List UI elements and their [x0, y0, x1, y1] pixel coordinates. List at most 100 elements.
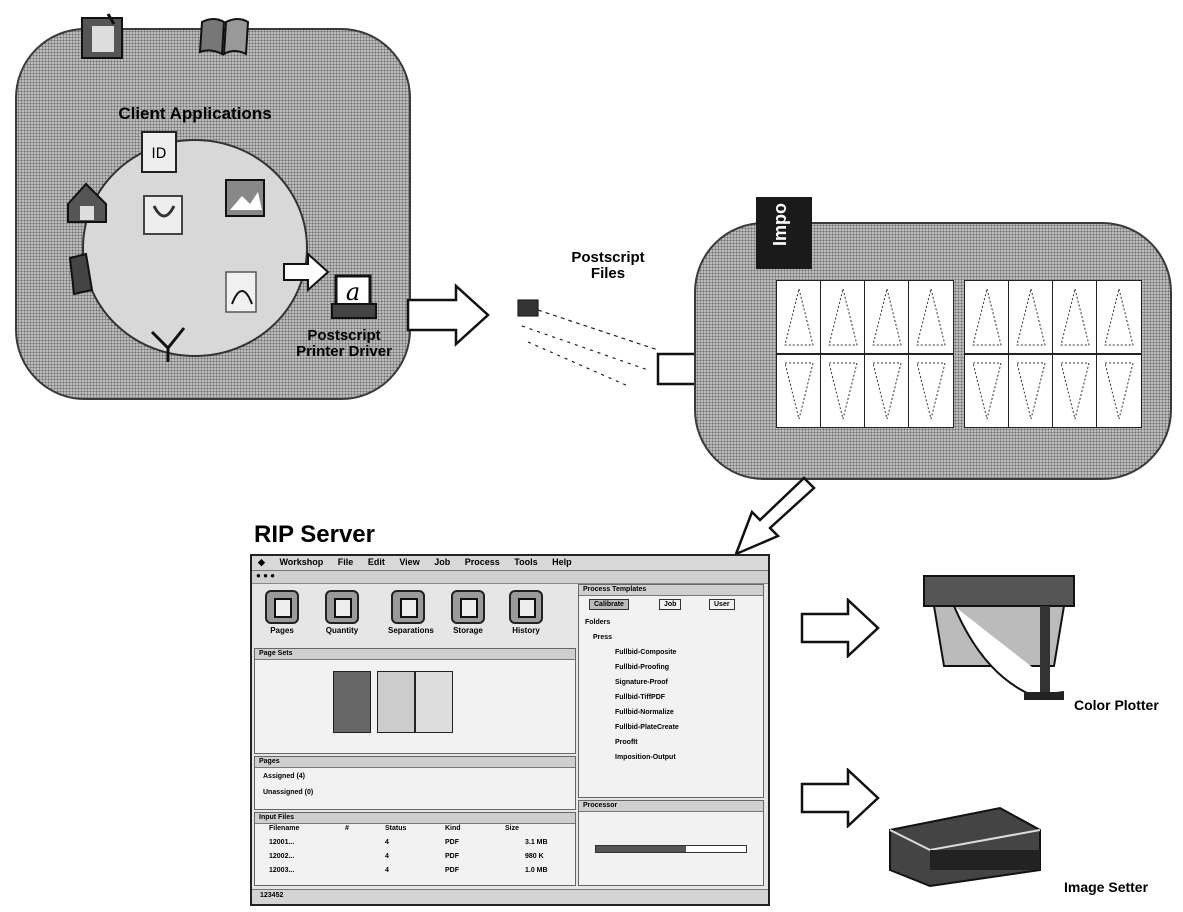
tree-item[interactable]: Folders [585, 619, 610, 626]
col-count[interactable]: # [345, 825, 349, 832]
col-status[interactable]: Status [385, 825, 406, 832]
tree-item[interactable]: ProofIt [615, 739, 638, 746]
table-cell: 3.1 MB [525, 839, 548, 846]
processor-header: Processor [579, 801, 763, 812]
table-cell: PDF [445, 867, 459, 874]
menu-file[interactable]: File [338, 557, 354, 567]
imposition-page [864, 280, 910, 354]
svg-text:ID: ID [152, 146, 167, 162]
imposition-page [1052, 354, 1098, 428]
imposition-page [908, 280, 954, 354]
col-kind[interactable]: Kind [445, 825, 461, 832]
status-text: 123452 [260, 892, 283, 899]
history-icon [509, 590, 543, 624]
imposition-page [908, 354, 954, 428]
unassigned-row[interactable]: Unassigned (0) [263, 789, 313, 796]
col-filename[interactable]: Filename [269, 825, 299, 832]
mac-finder-icon [78, 12, 130, 62]
image-setter-icon [880, 790, 1050, 890]
imposition-page [776, 280, 822, 354]
menu-process[interactable]: Process [465, 557, 500, 567]
menu-edit[interactable]: Edit [368, 557, 385, 567]
table-cell: 980 K [525, 853, 544, 860]
menu-help[interactable]: Help [552, 557, 572, 567]
arrow-to-plotter [800, 598, 882, 658]
arrow-to-files [406, 282, 492, 348]
toolbar-storage-button[interactable]: Storage [448, 590, 488, 640]
imposition-page [964, 280, 1010, 354]
quark-icon [62, 178, 112, 226]
window-title-bar: ● ● ● [252, 571, 768, 584]
status-bar: 123452 [252, 889, 768, 904]
color-plotter-label: Color Plotter [1074, 698, 1183, 713]
close-window-icon[interactable]: ● [256, 571, 261, 580]
storage-icon [451, 590, 485, 624]
imposition-page [964, 354, 1010, 428]
menu-job[interactable]: Job [434, 557, 450, 567]
page-sets-section: Page Sets [254, 648, 576, 754]
menu-workshop[interactable]: Workshop [279, 557, 323, 567]
image-setter-label: Image Setter [1064, 880, 1183, 895]
input-files-header: Input Files [255, 813, 575, 824]
input-files-section: Input Files Filename # Status Kind Size … [254, 812, 576, 886]
svg-text:a: a [346, 278, 360, 306]
postscript-files-label: Postscript Files [560, 250, 656, 282]
quantity-icon [325, 590, 359, 624]
table-row[interactable]: 12003... [269, 867, 294, 874]
menu-view[interactable]: View [399, 557, 419, 567]
table-row[interactable]: 12001... [269, 839, 294, 846]
page-thumbnail[interactable] [333, 671, 371, 733]
page-thumbnail[interactable] [415, 671, 453, 733]
col-size[interactable]: Size [505, 825, 519, 832]
page-sets-header: Page Sets [255, 649, 575, 660]
page-thumbnail[interactable] [377, 671, 415, 733]
illustrator-icon [64, 250, 110, 298]
imposition-page [1008, 280, 1054, 354]
center-app-icon [140, 192, 188, 240]
toolbar-history-button[interactable]: History [506, 590, 546, 640]
apple-menu-icon[interactable]: ◆ [258, 557, 265, 568]
imposition-page [1008, 354, 1054, 428]
postscript-files-icon [508, 290, 664, 396]
postscript-driver-label: Postscript Printer Driver [284, 328, 404, 360]
tab-calibrate[interactable]: Calibrate [589, 599, 629, 610]
table-cell: PDF [445, 839, 459, 846]
template-tree: FoldersPressFullbid-CompositeFullbid-Pro… [585, 619, 755, 789]
arrow-to-imagesetter [800, 768, 882, 828]
acrobat-icon [222, 268, 262, 316]
progress-bar [595, 845, 747, 853]
tree-item[interactable]: Press [593, 634, 612, 641]
toolbar-pages-button[interactable]: Pages [262, 590, 302, 640]
tree-item[interactable]: Signature-Proof [615, 679, 668, 686]
tree-item[interactable]: Fullbid-Normalize [615, 709, 674, 716]
toolbar-quantity-button[interactable]: Quantity [322, 590, 362, 640]
imposition-page [864, 354, 910, 428]
minimize-window-icon[interactable]: ● [263, 571, 268, 580]
table-cell: 4 [385, 867, 389, 874]
tree-item[interactable]: Imposition-Output [615, 754, 676, 761]
toolbar-separations-button[interactable]: Separations [388, 590, 428, 640]
imposition-page [776, 354, 822, 428]
tree-item[interactable]: Fullbid-PlateCreate [615, 724, 679, 731]
tree-item[interactable]: Fullbid-Composite [615, 649, 676, 656]
imposition-page [820, 354, 866, 428]
tree-item[interactable]: Fullbid-TiffPDF [615, 694, 665, 701]
assigned-row[interactable]: Assigned (4) [263, 773, 305, 780]
arrow-to-rip [730, 470, 820, 560]
separations-icon [391, 590, 425, 624]
freehand-icon [146, 322, 190, 366]
rip-server-title: RIP Server [254, 522, 375, 547]
process-templates-header: Process Templates [579, 585, 763, 596]
imposition-page [1052, 280, 1098, 354]
zoom-window-icon[interactable]: ● [270, 571, 275, 580]
rip-server-window: ◆ Workshop File Edit View Job Process To… [250, 554, 770, 906]
imposition-logo: Impo [756, 197, 812, 269]
pages-header: Pages [255, 757, 575, 768]
table-row[interactable]: 12002... [269, 853, 294, 860]
imposition-page [1096, 354, 1142, 428]
tab-user[interactable]: User [709, 599, 735, 610]
menu-tools[interactable]: Tools [514, 557, 537, 567]
windows-flag-icon [196, 14, 252, 60]
tree-item[interactable]: Fullbid-Proofing [615, 664, 669, 671]
tab-job[interactable]: Job [659, 599, 681, 610]
